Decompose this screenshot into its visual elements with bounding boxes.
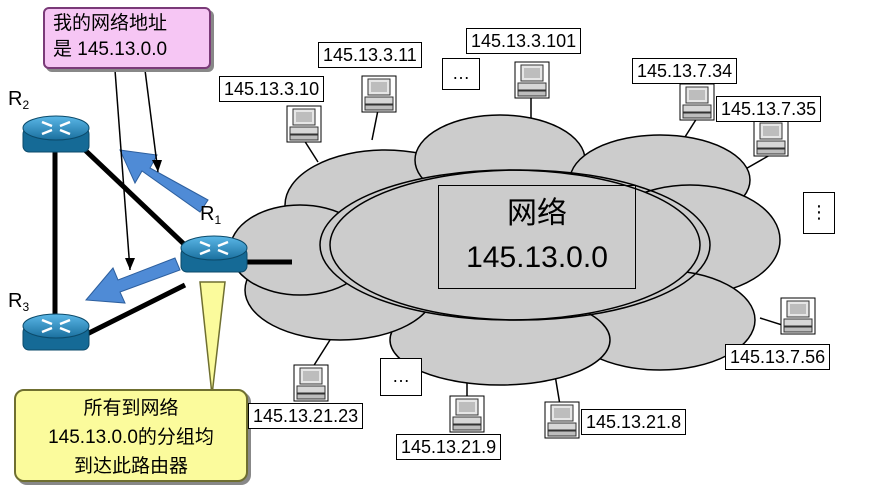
router-r2-icon [21,114,91,154]
router-r1-label: R1 [200,203,221,227]
pc-icon [361,75,397,113]
arrowhead-r2-icon [152,160,162,172]
pc-icon [780,297,816,335]
pc-icon [753,119,789,157]
host-label: 145.13.7.35 [716,96,822,122]
network-label-box: 网络 145.13.0.0 [438,185,636,289]
callout-bottom-line2: 145.13.0.0的分组均 [48,427,214,448]
router-r1-sub: 1 [214,213,222,227]
router-r3-letter: R [8,290,23,312]
host-label: 145.13.21.8 [581,409,687,435]
callout-bottom-line1: 所有到网络 [83,398,179,419]
cloud-outline [329,169,711,321]
more-hosts-ellipsis-vertical: ⋮ [803,192,835,234]
router-r2-letter: R [8,88,23,110]
router-r2-sub: 2 [22,98,30,112]
callout-top-line1: 我的网络地址 [53,13,168,34]
router-r3-label: R3 [8,290,29,314]
host-label: 145.13.3.10 [219,76,325,102]
pc-icon [679,83,715,121]
pc-icon [293,364,329,402]
host-label: 145.13.7.56 [725,344,831,370]
host-label: 145.13.7.34 [632,58,738,84]
host-label: 145.13.3.101 [466,28,582,54]
router-r3-sub: 3 [22,300,30,314]
router-r1-icon [179,234,249,274]
more-hosts-ellipsis: … [442,58,480,90]
network-address: 145.13.0.0 [466,241,608,274]
router-links [52,145,292,338]
callout-top-line2: 是 145.13.0.0 [53,39,168,60]
callout-pointer [199,281,226,396]
router-r1-letter: R [200,203,215,225]
callout-top-lines [114,69,159,271]
network-cloud [229,114,781,386]
host-label: 145.13.21.9 [396,434,502,460]
host-label: 145.13.3.11 [318,42,422,68]
pc-icon [544,401,580,439]
host-label: 145.13.21.23 [248,403,364,429]
pc-icon [449,395,485,433]
callout-routing-note: 所有到网络 145.13.0.0的分组均 到达此路由器 [14,389,248,482]
arrow-to-r2-icon [119,149,209,213]
pc-icon [286,105,322,143]
arrow-to-r3-icon [84,257,181,304]
more-hosts-ellipsis: … [380,358,422,396]
pc-icon [514,61,550,99]
router-r3-icon [21,312,91,352]
arrowhead-r3-icon [125,258,135,270]
router-r2-label: R2 [8,88,29,112]
callout-network-address: 我的网络地址 是 145.13.0.0 [43,7,211,69]
network-name: 网络 [507,197,567,230]
callout-bottom-line3: 到达此路由器 [73,456,188,477]
